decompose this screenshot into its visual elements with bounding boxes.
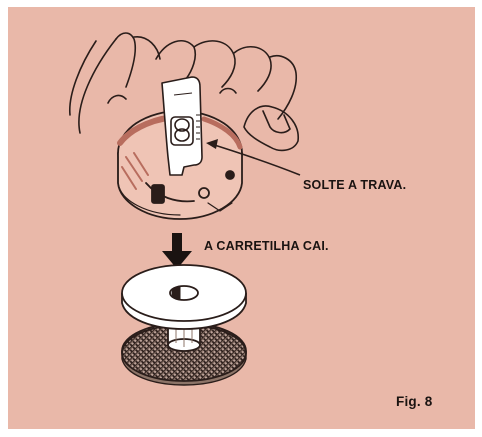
figure-number: Fig. 8: [396, 394, 432, 409]
bobbin-falls-label: A CARRETILHA CAI.: [204, 239, 329, 253]
release-latch-label: SOLTE A TRAVA.: [303, 178, 406, 192]
arrow-down-icon: [162, 233, 192, 269]
bobbin-icon: [122, 265, 246, 385]
latch-icon: [162, 77, 202, 175]
instruction-figure: SOLTE A TRAVA. A CARRETILHA CAI. Fig. 8: [8, 7, 475, 429]
illustration: [8, 7, 475, 429]
